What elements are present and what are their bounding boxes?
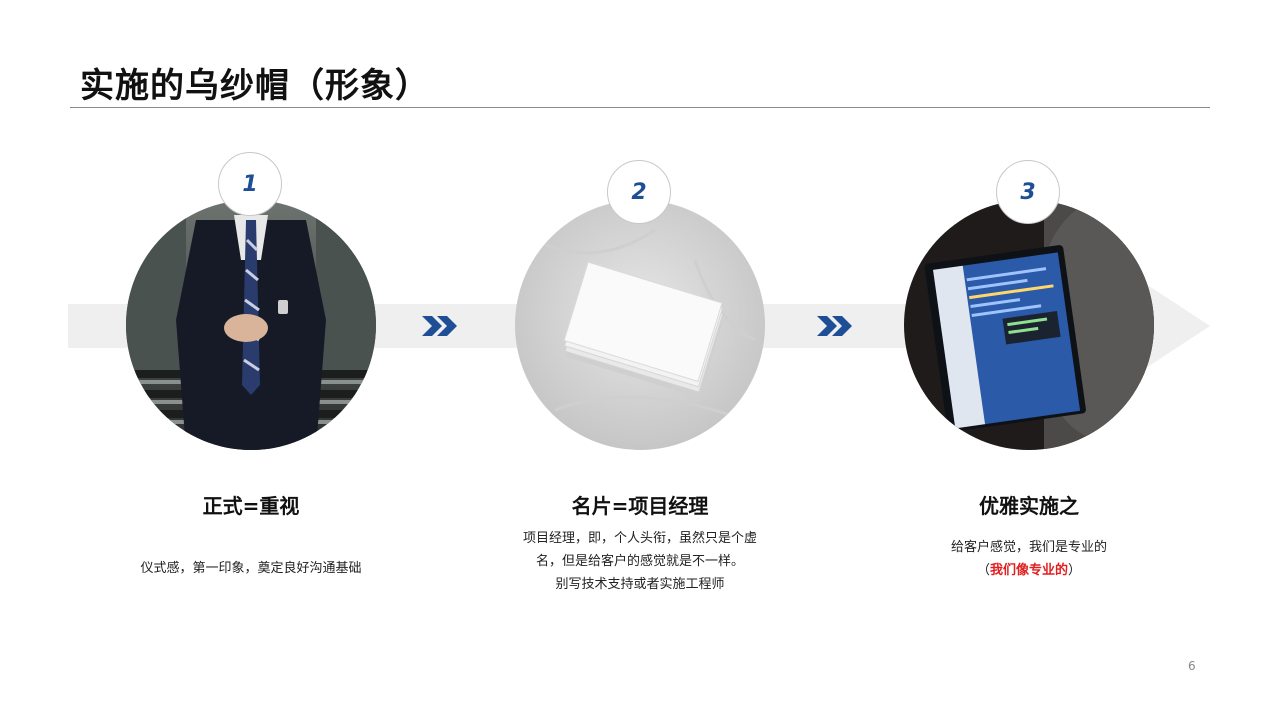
description-line-highlight: （我们像专业的）: [879, 559, 1179, 582]
close-paren: ）: [1068, 563, 1082, 578]
business-cards-photo: [515, 200, 765, 450]
step-heading-3: 优雅实施之: [979, 494, 1079, 518]
description-line: 仪式感，第一印象，奠定良好沟通基础: [140, 561, 362, 576]
step-number-badge-1: 1: [218, 152, 282, 216]
step-number-badge-3: 3: [996, 160, 1060, 224]
step-heading-2: 名片=项目经理: [571, 494, 709, 518]
double-chevron-right-icon: [817, 316, 852, 336]
description-line: 项目经理，即，个人头衔，虽然只是个虚: [522, 531, 757, 546]
highlight-text: 我们像专业的: [989, 563, 1068, 578]
step-heading-1: 正式=重视: [202, 494, 300, 518]
description-line: 名，但是给客户的感觉就是不一样。: [535, 554, 744, 569]
open-paren: （: [976, 563, 990, 578]
businessman-photo: [126, 200, 376, 450]
process-arrow-head: [1146, 284, 1210, 368]
page-number: 6: [1188, 659, 1196, 673]
title-divider: [70, 107, 1210, 108]
step-number-badge-2: 2: [607, 160, 671, 224]
laptop-coding-photo: [904, 200, 1154, 450]
double-chevron-right-icon: [422, 316, 457, 336]
step-description-3: 给客户感觉，我们是专业的 （我们像专业的）: [879, 536, 1179, 582]
slide-title: 实施的乌纱帽（形象）: [80, 66, 430, 106]
description-line: 给客户感觉，我们是专业的: [950, 540, 1107, 555]
step-description-2: 项目经理，即，个人头衔，虽然只是个虚 名，但是给客户的感觉就是不一样。 别写技术…: [490, 527, 790, 596]
description-line: 别写技术支持或者实施工程师: [555, 577, 725, 592]
step-description-1: 仪式感，第一印象，奠定良好沟通基础: [101, 557, 401, 580]
